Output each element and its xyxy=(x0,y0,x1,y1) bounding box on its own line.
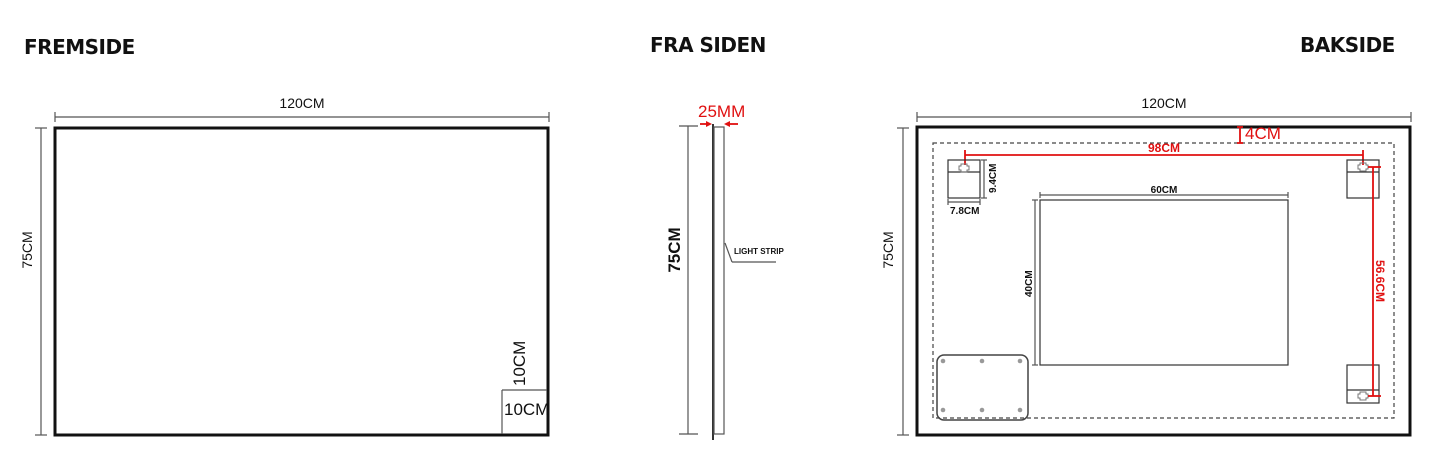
hook-spacing-label: 98CM xyxy=(1148,141,1180,155)
bracket-bottom-right xyxy=(1346,364,1380,404)
driver-box xyxy=(936,354,1029,421)
hook-icon xyxy=(1357,391,1369,401)
back-view: BAKSIDE 120CM 75CM 4CM 98CM xyxy=(880,33,1412,437)
bracket-height-label: 9.4CM xyxy=(988,164,999,193)
front-mirror-frame xyxy=(53,126,550,437)
back-width-label: 120CM xyxy=(1141,95,1186,111)
side-depth-label: 25MM xyxy=(698,102,745,121)
side-height-label: 75CM xyxy=(665,227,684,272)
sensor-width-label: 10CM xyxy=(504,400,549,419)
side-view: FRA SIDEN 25MM 75CM LIGHT STRIP xyxy=(650,33,784,440)
panel-height-label: 40CM xyxy=(1024,270,1035,297)
back-height-label: 75CM xyxy=(880,231,896,268)
back-view-title: BAKSIDE xyxy=(1300,33,1395,57)
back-center-panel xyxy=(1039,199,1289,366)
hook-vertical-spacing-label: 56.6CM xyxy=(1373,260,1387,302)
sensor-height-label: 10CM xyxy=(510,341,529,386)
front-height-label: 75CM xyxy=(19,231,35,268)
front-width-label: 120CM xyxy=(279,95,324,111)
hook-icon xyxy=(1357,162,1369,172)
bracket-top-left xyxy=(947,159,981,199)
front-view-title: FREMSIDE xyxy=(24,35,135,59)
top-offset-label: 4CM xyxy=(1245,124,1281,143)
back-dashed-outline xyxy=(932,142,1395,419)
bracket-width-label: 7.8CM xyxy=(950,206,979,217)
side-view-title: FRA SIDEN xyxy=(650,33,766,57)
light-strip-label: LIGHT STRIP xyxy=(734,247,784,256)
panel-width-label: 60CM xyxy=(1151,185,1178,196)
bracket-top-right xyxy=(1346,159,1380,199)
front-view: FREMSIDE 120CM 75CM 10CM 10CM xyxy=(19,35,550,437)
hook-icon xyxy=(958,163,970,173)
side-mirror-body xyxy=(713,126,725,435)
light-strip-leader xyxy=(724,242,733,263)
back-mirror-frame xyxy=(915,125,1412,437)
